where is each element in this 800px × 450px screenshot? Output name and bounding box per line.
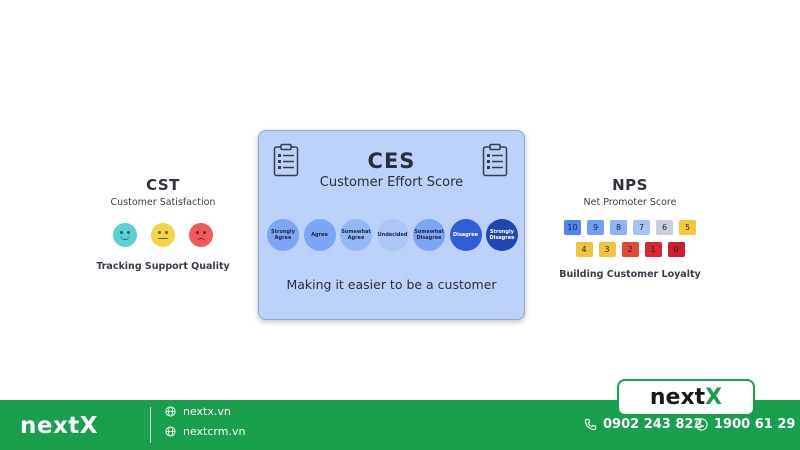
ces-option-somewhat-agree: Somewhat Agree — [340, 219, 372, 251]
cst-subtitle: Customer Satisfaction — [110, 197, 216, 208]
nps-score-4: 4 — [575, 242, 593, 257]
ces-option-disagree: Disagree — [449, 219, 482, 251]
cst-tagline: Tracking Support Quality — [96, 261, 230, 272]
ces-scale: Strongly Agree Agree Somewhat Agree Unde… — [267, 219, 518, 251]
nps-score-3: 3 — [598, 242, 616, 257]
logo-text: next — [649, 385, 706, 410]
cst-title: CST — [146, 176, 180, 194]
footer-link-text: nextcrm.vn — [183, 425, 246, 438]
clipboard-icon — [273, 143, 299, 177]
cst-block: CST Customer Satisfaction Tracking Suppo… — [88, 176, 238, 272]
nps-score-1: 1 — [644, 242, 662, 257]
footer-divider — [150, 407, 151, 443]
clipboard-icon — [482, 143, 508, 177]
ces-subtitle: Customer Effort Score — [319, 175, 464, 190]
nps-score-0: 0 — [667, 242, 685, 257]
sad-face-icon — [189, 223, 213, 247]
ces-option-undecided: Undecided — [376, 219, 409, 251]
nps-score-8: 8 — [610, 220, 627, 235]
nps-tagline: Building Customer Loyalty — [559, 269, 701, 280]
footer-phone-text: 0902 243 822 — [603, 417, 703, 432]
nps-row-top: 10 9 8 7 6 5 — [555, 220, 705, 235]
ces-option-agree: Agree — [303, 219, 336, 251]
nps-block: NPS Net Promoter Score 10 9 8 7 6 5 4 3 … — [555, 176, 705, 280]
nps-subtitle: Net Promoter Score — [583, 197, 677, 208]
nps-score-10: 10 — [564, 220, 581, 235]
nps-title: NPS — [612, 176, 648, 194]
ces-option-somewhat-disagree: Somewhat Disagree — [413, 219, 445, 251]
ces-card: CES Customer Effort Score Strongly Agree… — [258, 130, 525, 320]
globe-icon — [165, 426, 176, 437]
ces-title: CES — [367, 149, 416, 173]
footer-phone-mobile[interactable]: 0902 243 822 — [584, 417, 703, 432]
ces-option-strongly-disagree: Strongly Disagree — [486, 219, 518, 251]
neutral-face-icon — [151, 223, 175, 247]
footer-phone-hotline[interactable]: 1900 61 29 — [695, 417, 795, 432]
nps-score-6: 6 — [656, 220, 673, 235]
footer-phone-text: 1900 61 29 — [714, 417, 796, 432]
hotline-icon — [695, 418, 708, 431]
nps-score-2: 2 — [621, 242, 639, 257]
footer-brand: nextX — [20, 413, 99, 439]
nps-score-7: 7 — [633, 220, 650, 235]
ces-option-strongly-agree: Strongly Agree — [267, 219, 299, 251]
logo-accent: X — [705, 385, 723, 410]
ces-caption: Making it easier to be a customer — [286, 277, 497, 292]
nps-row-bottom: 4 3 2 1 0 — [555, 242, 705, 257]
footer-link-text: nextx.vn — [183, 405, 231, 418]
footer-link-nextx[interactable]: nextx.vn — [165, 405, 231, 418]
happy-face-icon — [113, 223, 137, 247]
footer-link-nextcrm[interactable]: nextcrm.vn — [165, 425, 245, 438]
globe-icon — [165, 406, 176, 417]
phone-icon — [584, 418, 597, 431]
nps-score-5: 5 — [679, 220, 696, 235]
nps-score-9: 9 — [587, 220, 604, 235]
cst-faces — [88, 223, 238, 247]
